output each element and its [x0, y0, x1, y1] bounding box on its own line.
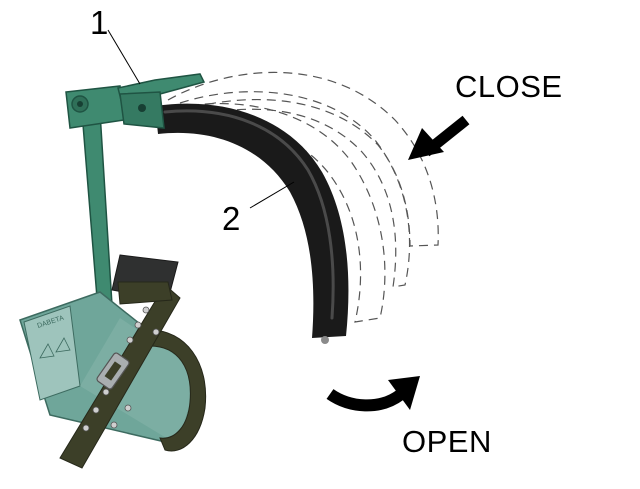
lever-pivot-pin — [77, 101, 83, 107]
lever-mechanism — [65, 73, 206, 312]
curved-arrow-right-icon — [326, 376, 420, 412]
strap-eyelet — [92, 406, 100, 414]
strap-upper — [117, 281, 173, 305]
strap-eyelet — [102, 388, 110, 396]
stamp-triangle-2 — [55, 337, 71, 353]
strap-loop — [149, 329, 207, 452]
holder-screw — [138, 104, 146, 112]
arrow-down-left-icon — [408, 115, 470, 160]
callout-1-label: 1 — [90, 4, 108, 41]
stamp-triangle-1 — [39, 343, 55, 359]
strap-eyelet — [82, 424, 90, 432]
strap-eyelet — [110, 421, 118, 429]
housing-side — [80, 318, 200, 445]
outline-inner — [174, 103, 386, 323]
closed-position-outlines — [167, 71, 439, 323]
strap-eyelet — [124, 404, 132, 412]
lever-arm — [81, 111, 113, 312]
jaw-pad-shape — [155, 103, 349, 338]
callout-2-label: 2 — [222, 200, 240, 237]
jaw-pad-bolt — [321, 336, 329, 344]
outline-middle — [179, 91, 411, 288]
strap-eyelet — [126, 336, 134, 344]
strap — [59, 281, 207, 469]
jaw-pad — [155, 103, 349, 344]
open-label: OPEN — [402, 424, 492, 459]
strap-eyelet — [134, 321, 142, 329]
callout-1-leader — [107, 29, 141, 85]
jaw-pad-highlight — [163, 109, 335, 320]
outline-outer — [167, 71, 439, 247]
strap-eyelet — [152, 328, 160, 336]
close-label: CLOSE — [455, 69, 563, 104]
callout-2-leader — [249, 181, 295, 209]
strap-eyelet — [142, 306, 150, 314]
strap-buckle-inner — [104, 361, 122, 381]
